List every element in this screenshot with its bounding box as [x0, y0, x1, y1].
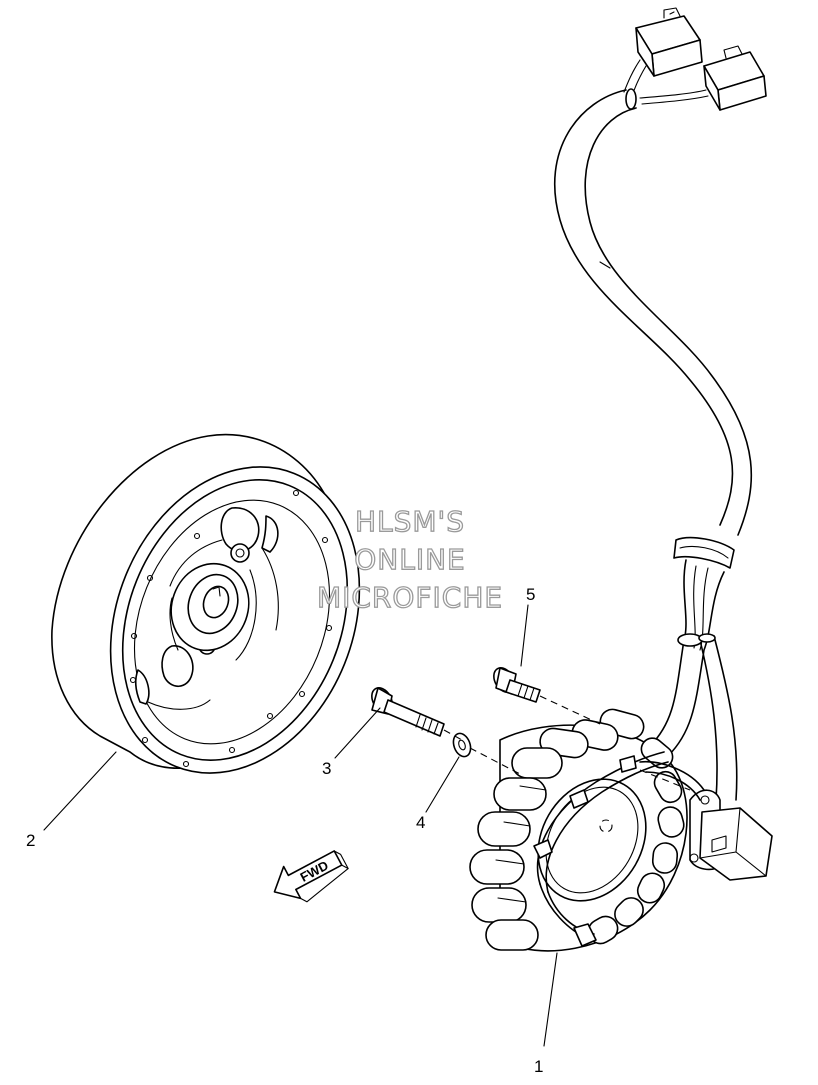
pickup-coil [689, 789, 773, 881]
callout-3: 3 [322, 759, 331, 778]
watermark-line-2: ONLINE [354, 543, 465, 576]
screw [493, 667, 541, 703]
watermark-line-1: HLSM'S [355, 505, 465, 538]
stator-assembly [469, 708, 705, 952]
watermark: HLSM'S ONLINE MICROFICHE [316, 504, 503, 614]
leader-lines [43, 604, 558, 1047]
wire-harness [554, 7, 767, 801]
callout-2: 2 [26, 831, 35, 850]
washer [452, 732, 472, 758]
rotor-flywheel [51, 433, 361, 774]
connector-upper [635, 7, 703, 77]
callout-1: 1 [534, 1057, 543, 1076]
connector-lower [703, 45, 767, 111]
bolt [371, 687, 445, 737]
callout-5: 5 [526, 585, 535, 604]
fwd-label: FWD [298, 858, 331, 885]
fwd-direction-arrow: FWD [273, 850, 349, 903]
watermark-line-3: MICROFICHE [317, 581, 503, 614]
callout-4: 4 [416, 813, 425, 832]
grommet [673, 536, 735, 569]
